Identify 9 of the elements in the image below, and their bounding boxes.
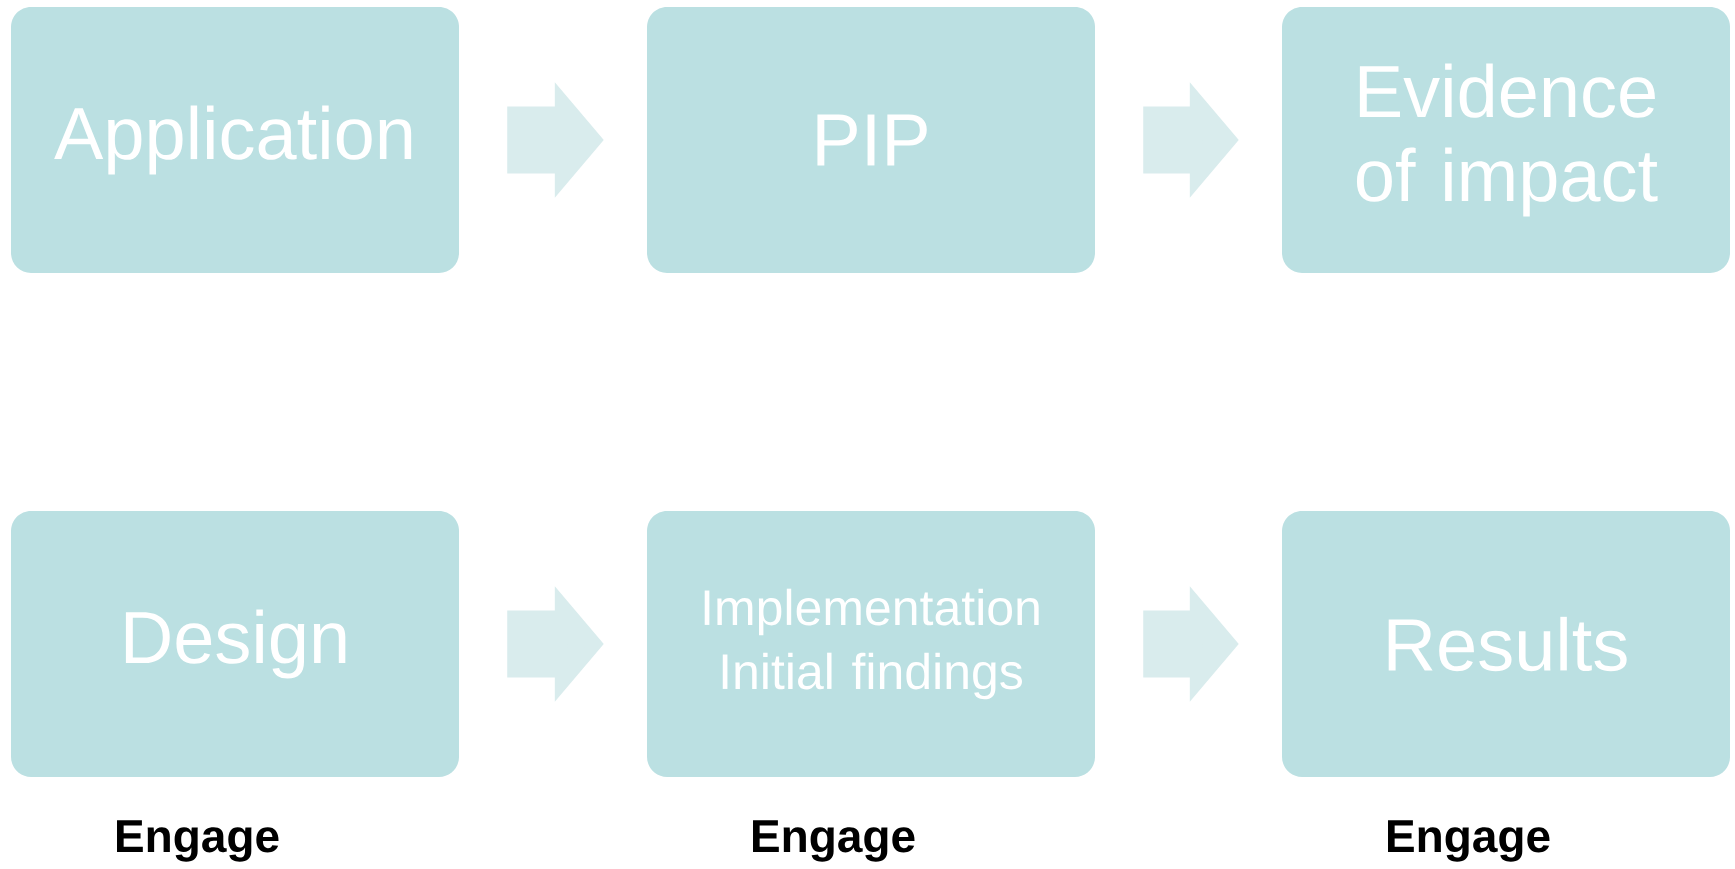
caption-label: Engage: [753, 820, 915, 862]
process-box: Application: [11, 7, 459, 273]
caption-label: Engage: [1388, 820, 1550, 862]
process-box: Results: [1282, 511, 1730, 777]
process-box: Implementation Initial findings: [647, 511, 1095, 777]
process-box: PIP: [647, 7, 1095, 273]
process-box: Evidence of impact: [1282, 7, 1730, 273]
caption-label: Engage: [117, 820, 279, 862]
process-box: Design: [11, 511, 459, 777]
